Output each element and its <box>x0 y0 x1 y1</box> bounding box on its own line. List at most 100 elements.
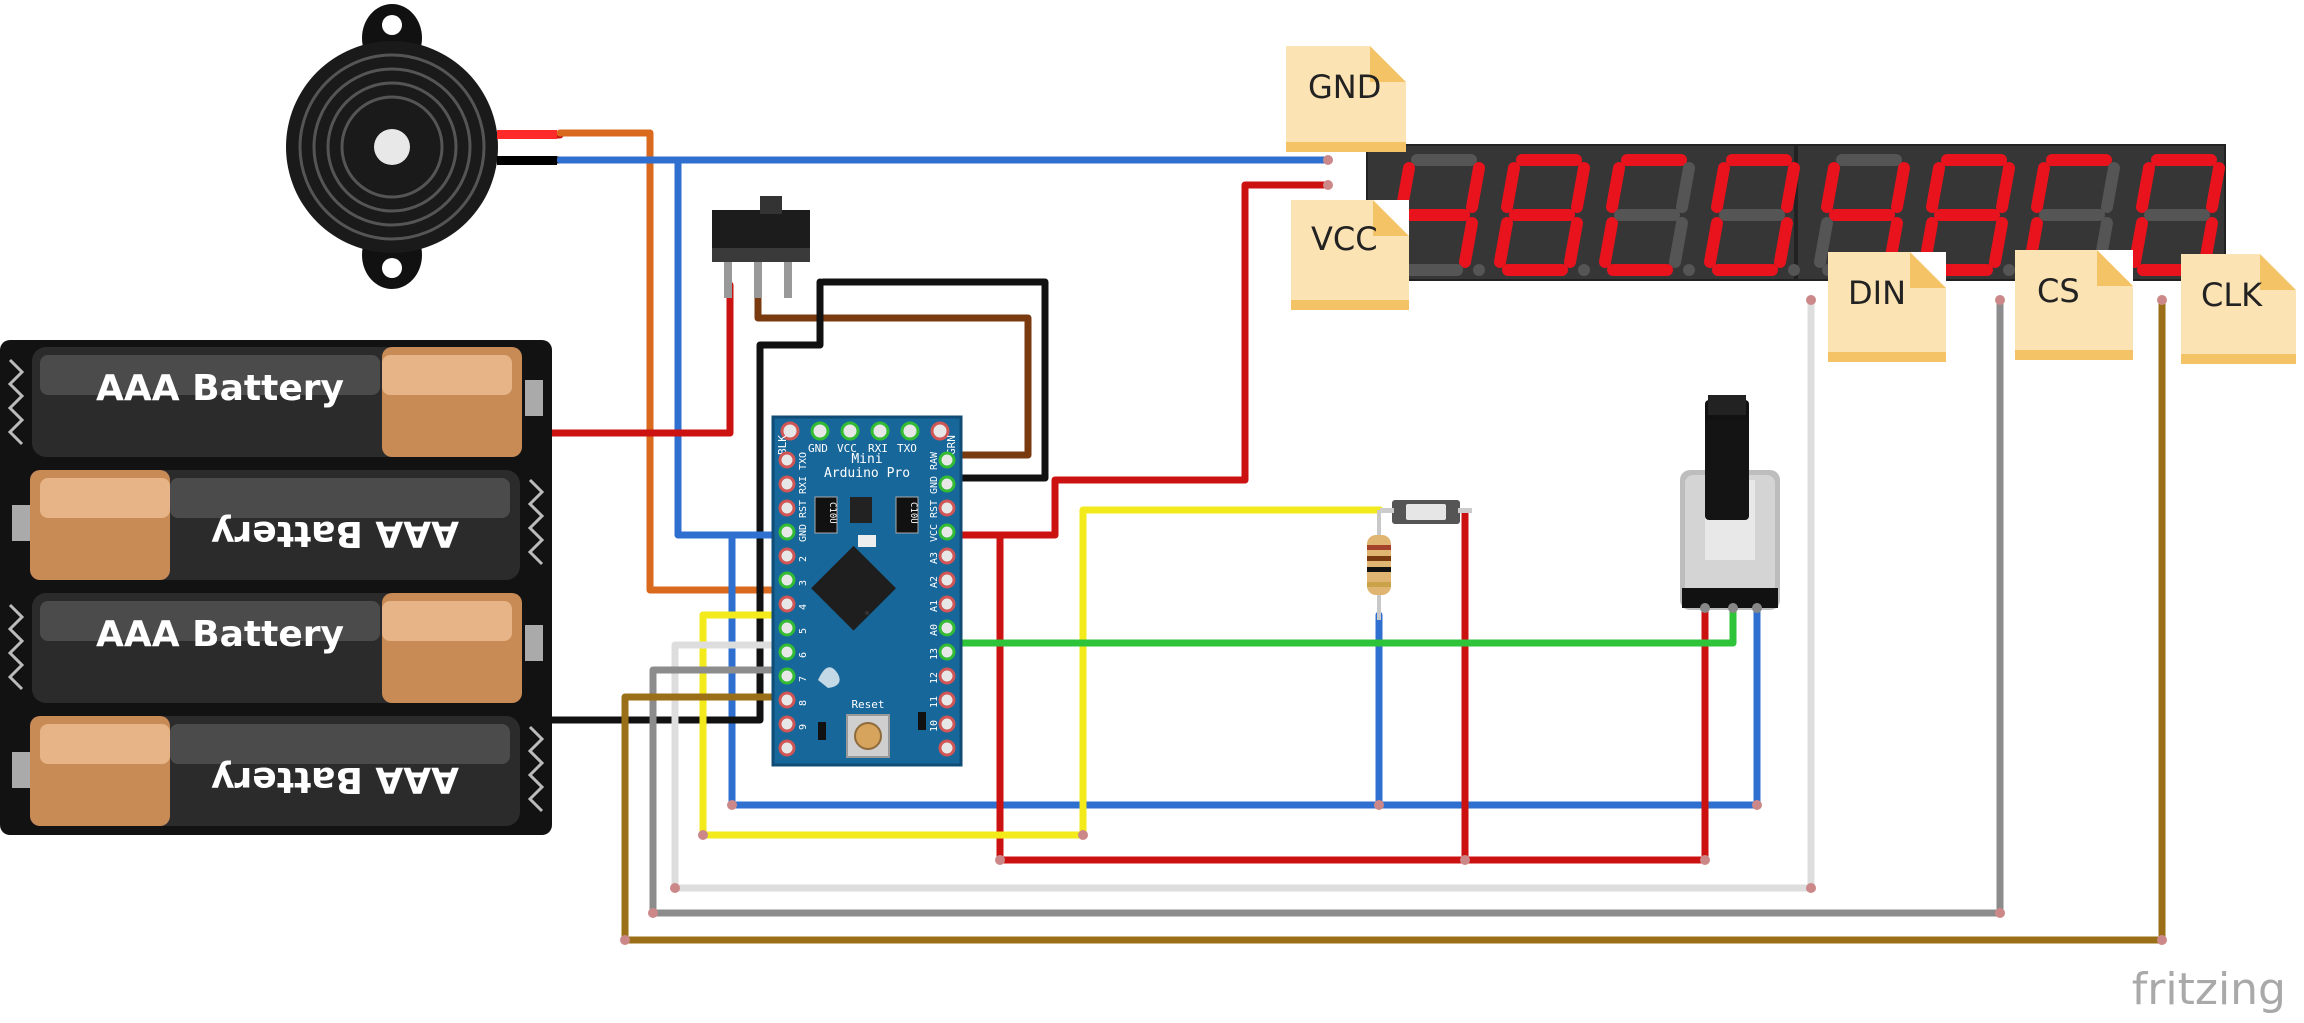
pin-label-2: 2 <box>798 556 809 562</box>
pin-label-a3: A3 <box>929 552 940 564</box>
digit-6-segment <box>1989 217 2008 268</box>
top-pin-gnd: GND <box>808 442 828 455</box>
pin-label-12: 12 <box>929 672 940 684</box>
digit-4-segment <box>1704 217 1723 268</box>
board-name-line2: Arduino Pro <box>824 466 910 481</box>
note-fold-icon <box>1910 252 1946 288</box>
label-din: DIN <box>1848 274 1907 312</box>
battery-cell-1 <box>32 347 522 457</box>
digit-5-segment <box>1821 162 1840 213</box>
digit-4-segment <box>1781 162 1800 213</box>
note-fold-icon <box>2260 254 2296 290</box>
digit-5-segment <box>1814 217 1833 268</box>
digit-8-segment <box>2206 162 2225 213</box>
reset-label: Reset <box>851 698 884 711</box>
digit-6-decimal-point <box>2003 264 2015 276</box>
digit-2-segment <box>1494 217 1513 268</box>
battery-label-3: AAA Battery <box>96 614 344 655</box>
pin-label-6: 6 <box>798 652 809 658</box>
pin-label-a0: A0 <box>929 624 940 636</box>
pin-label-raw: RAW <box>929 451 940 470</box>
digit-8-segment <box>2136 162 2155 213</box>
note-fold-icon <box>1373 200 1409 236</box>
digit-3-segment <box>1606 162 1625 213</box>
resistor[interactable] <box>1367 510 1391 620</box>
label-note-vcc[interactable]: VCC <box>1291 200 1409 300</box>
wire-vcc-bottom[interactable] <box>996 531 1709 864</box>
label-note-gnd[interactable]: GND <box>1286 46 1406 142</box>
digit-2-segment <box>1564 217 1583 268</box>
cap-label-left: C10U <box>827 502 837 524</box>
pin-label-vcc-right: VCC <box>929 524 940 542</box>
wire-green-a0[interactable] <box>941 601 1737 647</box>
slide-switch[interactable] <box>712 196 810 298</box>
battery-cell-3 <box>32 593 522 703</box>
piezo-buzzer[interactable] <box>286 4 557 289</box>
wire-switch-brown[interactable] <box>754 291 1032 459</box>
label-clk: CLK <box>2201 276 2263 314</box>
digit-7-segment <box>2101 162 2120 213</box>
wire-endpoints <box>620 155 2167 945</box>
digit-5-segment <box>1891 162 1910 213</box>
battery-pack[interactable]: AAA Battery AAA Battery AAA Battery AAA … <box>0 340 552 835</box>
pin-label-rxi: RXI <box>798 476 809 494</box>
cap-label-right: C10U <box>908 502 918 524</box>
digit-3-segment <box>1669 217 1688 268</box>
battery-label-1: AAA Battery <box>96 368 344 409</box>
wire-buzzer-orange[interactable] <box>556 129 794 594</box>
digit-8-segment <box>2129 217 2148 268</box>
label-note-din[interactable]: DIN <box>1828 252 1946 352</box>
pin-label-a1: A1 <box>929 600 940 612</box>
digit-7-segment <box>2031 162 2050 213</box>
board-name-line1: Mini <box>851 452 882 467</box>
digit-6-segment <box>1996 162 2015 213</box>
push-button[interactable] <box>1380 500 1472 524</box>
digit-3-segment <box>1599 217 1618 268</box>
label-cs: CS <box>2037 272 2080 310</box>
battery-label-4: AAA Battery <box>211 759 459 800</box>
wire-switch-black[interactable] <box>819 278 1049 482</box>
label-note-clk[interactable]: CLK <box>2181 254 2296 354</box>
digit-3-segment <box>1676 162 1695 213</box>
digit-4-segment <box>1711 162 1730 213</box>
digit-3-decimal-point <box>1683 264 1695 276</box>
pin-label-rst-left: RST <box>798 500 809 518</box>
pin-label-gnd-right: GND <box>929 476 940 494</box>
top-pin-rxi: RXI <box>868 442 888 455</box>
top-pin-grn: GRN <box>945 435 958 455</box>
pin-label-gnd-left: GND <box>798 524 809 542</box>
pin-label-txo: TXO <box>798 452 809 470</box>
pin-label-8: 8 <box>798 700 809 706</box>
top-pin-txo: TXO <box>897 442 917 455</box>
digit-4-decimal-point <box>1788 264 1800 276</box>
digit-1-decimal-point <box>1473 264 1485 276</box>
top-pin-blk: BLK <box>776 435 789 455</box>
side-headers <box>778 451 956 757</box>
label-gnd: GND <box>1308 68 1382 106</box>
label-vcc: VCC <box>1311 220 1378 258</box>
wire-yellow[interactable] <box>699 506 1384 839</box>
digit-2-decimal-point <box>1578 264 1590 276</box>
pin-label-9: 9 <box>798 724 809 730</box>
digit-1-segment <box>1466 162 1485 213</box>
pin-label-4: 4 <box>798 604 809 610</box>
pin-label-10: 10 <box>929 720 940 732</box>
top-header <box>780 421 950 441</box>
battery-cell-4 <box>30 716 520 826</box>
pin-label-11: 11 <box>929 696 940 708</box>
note-fold-icon <box>1370 46 1406 82</box>
pin-label-3: 3 <box>798 580 809 586</box>
label-note-cs[interactable]: CS <box>2015 250 2133 350</box>
potentiometer[interactable] <box>1680 395 1780 613</box>
wire-battery-negative[interactable] <box>544 278 824 724</box>
wire-battery-positive[interactable] <box>544 281 734 437</box>
pin-label-5: 5 <box>798 628 809 634</box>
wire-vcc-display[interactable] <box>941 181 1332 539</box>
digit-1-segment <box>1459 217 1478 268</box>
pin-label-7: 7 <box>798 676 809 682</box>
pin-label-13: 13 <box>929 648 940 660</box>
arduino-pro-mini[interactable]: BLK GND VCC RXI TXO GRN <box>771 415 963 767</box>
note-fold-icon <box>2097 250 2133 286</box>
fritzing-logo: fritzing <box>2131 964 2286 1015</box>
